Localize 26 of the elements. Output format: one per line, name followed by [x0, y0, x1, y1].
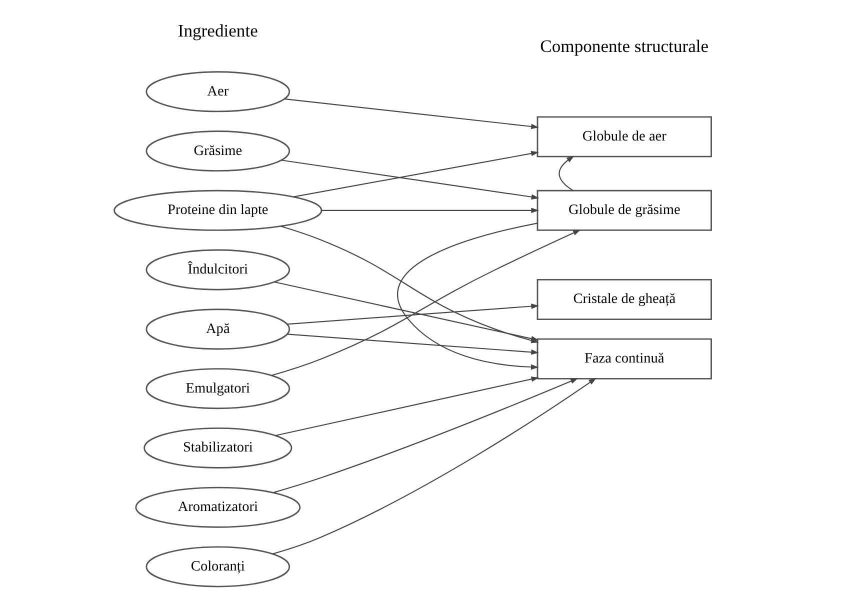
- arrow: [294, 150, 539, 198]
- node-ellipse: Aromatizatori: [135, 486, 301, 528]
- node-ellipse: Apă: [146, 308, 290, 350]
- node-ellipse: Stabilizatori: [144, 427, 292, 468]
- arrow: [272, 230, 581, 376]
- node-ellipse: Proteine din lapte: [114, 190, 322, 231]
- node-ellipse: Coloranți: [146, 546, 290, 588]
- node-ellipse: Emulgatori: [146, 368, 290, 410]
- node-box: Faza continuă: [536, 338, 712, 380]
- node-ellipse: Aer: [146, 71, 290, 112]
- arrow: [322, 208, 539, 214]
- arrow: [274, 281, 539, 342]
- arrow: [287, 304, 539, 325]
- node-ellipse: Îndulcitori: [146, 249, 290, 290]
- node-box: Globule de grăsime: [536, 190, 712, 231]
- label: Componente structurale: [540, 36, 709, 56]
- arrow: [273, 378, 578, 494]
- arrow: [558, 156, 574, 192]
- arrow: [276, 376, 540, 436]
- arrow: [284, 98, 539, 130]
- node-ellipse: Grăsime: [146, 130, 290, 172]
- label: Ingrediente: [178, 20, 258, 40]
- node-box: Globule de aer: [536, 116, 712, 158]
- arrow: [272, 378, 596, 554]
- node-box: Cristale de gheață: [536, 279, 712, 320]
- arrow: [282, 160, 540, 200]
